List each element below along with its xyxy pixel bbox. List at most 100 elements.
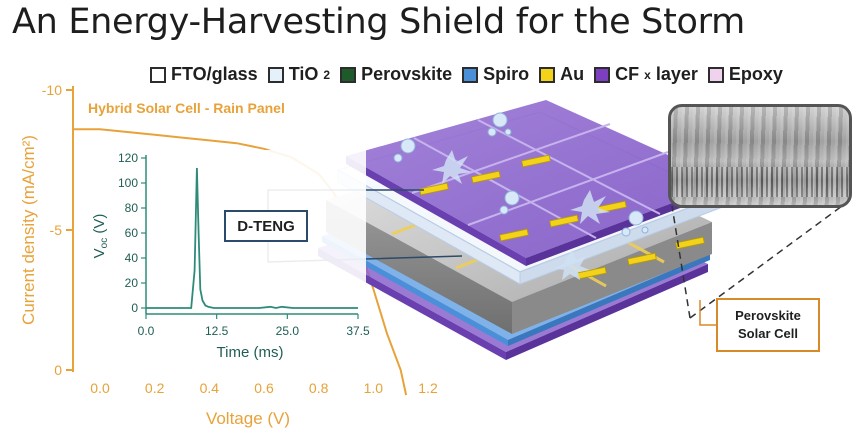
- voc-y-axis-label: Voc (V): [91, 214, 110, 259]
- au-strip: [521, 154, 551, 168]
- perovskite-solar-cell-label: Perovskite Solar Cell: [716, 298, 820, 352]
- solar-cell-side-right: [512, 222, 712, 334]
- legend-item: Spiro: [462, 64, 529, 85]
- layer-legend: FTO/glass TiO 2 Perovskite Spiro Au CF x layer E…: [150, 64, 783, 85]
- voc-y-ticks: 0 20 40 60 80 100 120: [118, 151, 146, 315]
- water-droplet-icon: [504, 128, 512, 136]
- water-droplet-icon: [487, 127, 497, 137]
- jv-x-tick-label: 1.2: [418, 380, 438, 396]
- spiro-edge: [322, 236, 508, 346]
- page-title: An Energy-Harvesting Shield for the Stor…: [12, 2, 745, 42]
- dteng-label: D-TENG: [224, 210, 308, 242]
- au-electrodes: [419, 154, 705, 280]
- voc-y-tick-label: 120: [118, 151, 138, 165]
- legend-label: Au: [560, 64, 585, 84]
- au-strip: [549, 214, 579, 228]
- jv-chart: -10 -5 0 Current density (mA/cm²) Hybrid…: [19, 82, 438, 428]
- legend-item: FTO/glass: [150, 64, 258, 85]
- voc-x-tick-label: 25.0: [276, 324, 300, 338]
- device-stack: [318, 100, 728, 360]
- legend-subscript: 2: [323, 67, 331, 82]
- voc-y-tick-label: 0: [131, 301, 138, 315]
- sem-leader-lines: [671, 205, 843, 319]
- legend-swatch: [267, 66, 284, 83]
- jv-x-tick-label: 0.8: [309, 380, 329, 396]
- voc-y-tick-label: 80: [125, 201, 139, 215]
- jv-x-tick-label: 1.0: [364, 380, 384, 396]
- sem-cross-section-image: [668, 104, 852, 208]
- au-strip: [419, 182, 449, 196]
- au-strip: [471, 170, 501, 184]
- splash-icon: [432, 150, 472, 184]
- legend-label-suffix: layer: [655, 64, 698, 84]
- au-strip: [499, 228, 529, 242]
- jv-x-tick-label: 0.6: [254, 380, 274, 396]
- jv-chart-title: Hybrid Solar Cell - Rain Panel: [88, 100, 285, 116]
- sem-leader-line: [671, 205, 691, 319]
- spiro-edge-right: [508, 254, 710, 346]
- water-droplet-icon: [492, 112, 508, 128]
- solar-cell-side-left: [326, 200, 512, 334]
- au-strip: [627, 252, 657, 266]
- voc-x-tick-label: 37.5: [346, 324, 370, 338]
- top-cfx-edge: [346, 156, 526, 266]
- legend-item: CF x layer: [594, 64, 698, 85]
- jv-y-tick-label: 0: [54, 362, 62, 378]
- water-droplet-icon: [400, 138, 416, 154]
- water-droplet-icon: [628, 210, 644, 226]
- legend-label: Epoxy: [728, 64, 783, 84]
- splash-icon: [554, 250, 590, 280]
- psc-label-line1: Perovskite: [735, 308, 801, 323]
- legend-swatch: [340, 66, 357, 83]
- legend-label: CF: [615, 64, 640, 84]
- voc-y-tick-label: 20: [125, 276, 139, 290]
- jv-y-tick-label: -5: [50, 222, 63, 238]
- au-strip: [675, 236, 705, 250]
- legend-swatch: [150, 66, 166, 83]
- jv-y-axis-label: Current density (mA/cm²): [19, 135, 38, 325]
- sem-leader-line: [689, 205, 843, 319]
- legend-label: FTO/glass: [171, 64, 258, 84]
- rain-droplets: [393, 112, 649, 280]
- jv-x-axis-label: Voltage (V): [206, 409, 290, 428]
- jv-x-tick-label: 0.0: [90, 380, 110, 396]
- legend-swatch: [539, 66, 556, 83]
- legend-swatch: [594, 66, 611, 83]
- jv-x-tick-label: 0.4: [200, 380, 220, 396]
- legend-label: Spiro: [483, 64, 530, 84]
- top-cfx-panel: [346, 100, 728, 258]
- legend-item: TiO 2: [267, 64, 331, 85]
- voc-x-tick-label: 0.0: [138, 324, 155, 338]
- jv-x-ticks: 0.0 0.2 0.4 0.6 0.8 1.0 1.2: [90, 380, 438, 396]
- voc-trace: [146, 167, 358, 309]
- bottom-cfx-edge-right: [506, 264, 708, 360]
- panel-divider: [411, 123, 611, 194]
- water-droplet-icon: [393, 153, 403, 163]
- water-droplet-icon: [499, 205, 509, 215]
- voc-y-tick-label: 40: [125, 251, 139, 265]
- water-droplet-icon: [504, 190, 520, 206]
- legend-swatch: [462, 66, 479, 83]
- water-droplet-icon: [621, 227, 631, 237]
- jv-x-tick-label: 0.2: [145, 380, 165, 396]
- legend-label: TiO: [288, 64, 319, 84]
- voc-x-axis-label: Time (ms): [217, 344, 284, 361]
- legend-label: Perovskite: [361, 64, 453, 84]
- legend-item: Epoxy: [707, 64, 783, 85]
- splash-icon: [570, 190, 610, 224]
- psc-label-line2: Solar Cell: [738, 326, 798, 341]
- voc-y-tick-label: 100: [118, 176, 138, 190]
- legend-item: Au: [539, 64, 584, 85]
- voc-y-tick-label: 60: [125, 226, 139, 240]
- psc-connector: [699, 300, 716, 326]
- jv-y-tick-label: -10: [42, 82, 62, 98]
- legend-item: Perovskite: [340, 64, 452, 85]
- water-droplet-icon: [641, 226, 649, 234]
- legend-swatch: [707, 66, 724, 83]
- voc-x-tick-label: 12.5: [205, 324, 229, 338]
- legend-subscript: x: [644, 67, 651, 82]
- panel-divider: [477, 119, 661, 215]
- voc-x-ticks: 0.0 12.5 25.0 37.5: [138, 314, 370, 338]
